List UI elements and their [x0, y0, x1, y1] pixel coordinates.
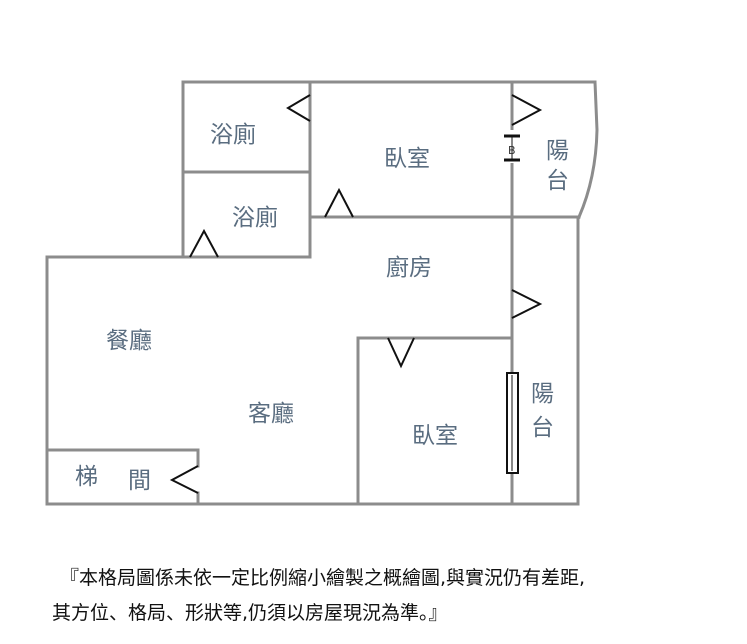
window-bar-b: B [504, 130, 520, 163]
door-swing [286, 94, 311, 122]
room-label-stairs-b: 間 [128, 468, 151, 494]
room-label-bedroom-2: 臥室 [412, 423, 458, 449]
room-label-bedroom-1: 臥室 [384, 146, 430, 172]
room-label-balcony-2-a: 陽 [531, 381, 554, 407]
room-label-dining: 餐廳 [106, 328, 152, 354]
door-swing [387, 337, 415, 369]
room-label-stairs-a: 梯 [75, 464, 98, 490]
window-b-label: B [508, 144, 516, 157]
door-swing [169, 465, 199, 494]
window-bar-bedroom2 [506, 372, 519, 474]
room-label-kitchen: 廚房 [386, 255, 432, 281]
room-label-bath-2: 浴廁 [232, 205, 278, 231]
room-label-balcony-1-b: 台 [546, 168, 569, 194]
door-swing [511, 289, 543, 319]
disclaimer-line-2: 其方位、格局、形狀等,仍須以房屋現況為準。』 [52, 602, 448, 624]
door-swing [324, 187, 354, 218]
room-label-living: 客廳 [248, 401, 294, 427]
room-label-balcony-1-a: 陽 [546, 138, 569, 164]
doors [169, 94, 543, 494]
door-swing [511, 94, 543, 126]
door-swing [189, 228, 219, 258]
disclaimer-line-1: 『本格局圖係未依一定比例縮小繪製之概繪圖,與實況仍有差距, [60, 567, 586, 589]
wall [577, 80, 599, 219]
room-label-balcony-2-b: 台 [531, 415, 554, 441]
floor-plan: B 浴廁 浴廁 臥室 陽 台 廚房 餐廳 客廳 臥室 陽 台 梯 間 [45, 80, 599, 506]
room-label-bath-1: 浴廁 [210, 122, 256, 148]
